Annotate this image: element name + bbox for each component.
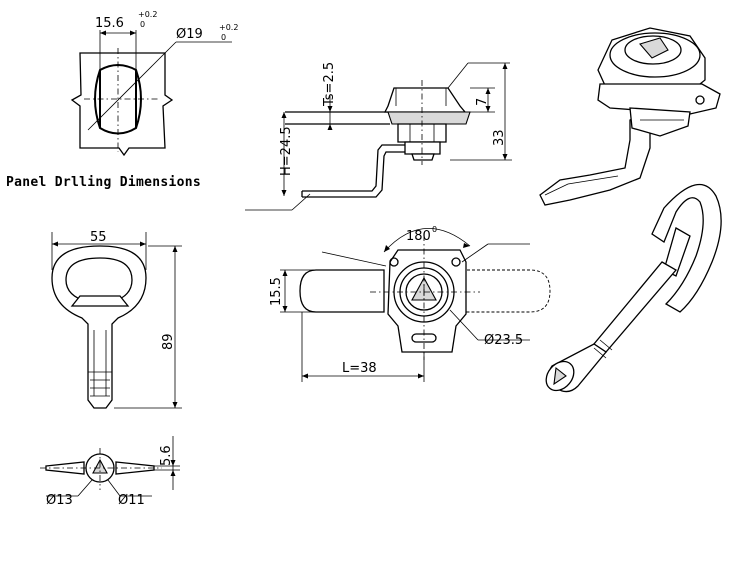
cam-length-dim: L=38: [342, 361, 377, 376]
key-tip-view: [40, 436, 180, 497]
body-dia-dim: Ø23.5: [484, 333, 523, 348]
key-length-dim: 89: [161, 333, 176, 350]
outer-dia-dim: Ø13: [46, 493, 73, 508]
key-width-dim: 55: [90, 230, 107, 245]
hole-tol-upper: +0.2: [219, 23, 238, 32]
slot-width-dim: 15.6: [95, 16, 124, 31]
panel-drilling-view: [70, 30, 232, 157]
hole-dia-dim: Ø19: [176, 27, 203, 42]
cam-width-dim: 15.5: [269, 277, 284, 306]
angle-dim: 180: [406, 229, 431, 244]
inner-dia-dim: Ø11: [118, 493, 145, 508]
key-isometric-illustration: [545, 183, 722, 393]
lock-side-view: [245, 62, 512, 211]
dim-33: 33: [492, 129, 507, 146]
slot-tol-lower: 0: [140, 20, 145, 29]
tri-height-dim: 5.6: [159, 445, 174, 466]
key-front-view: [51, 232, 182, 409]
angle-degree: 0: [432, 225, 437, 234]
dim-7: 7: [475, 98, 490, 106]
cam-front-view: [280, 227, 551, 382]
lock-isometric-illustration: [539, 27, 721, 206]
hole-tol-lower: 0: [221, 33, 226, 42]
height-h-dim: H=24.5: [279, 126, 294, 176]
slot-tol-upper: +0.2: [138, 10, 157, 19]
panel-drilling-caption: Panel Drlling Dimensions: [6, 175, 202, 190]
ts-dim: Ts=2.5: [322, 62, 337, 107]
